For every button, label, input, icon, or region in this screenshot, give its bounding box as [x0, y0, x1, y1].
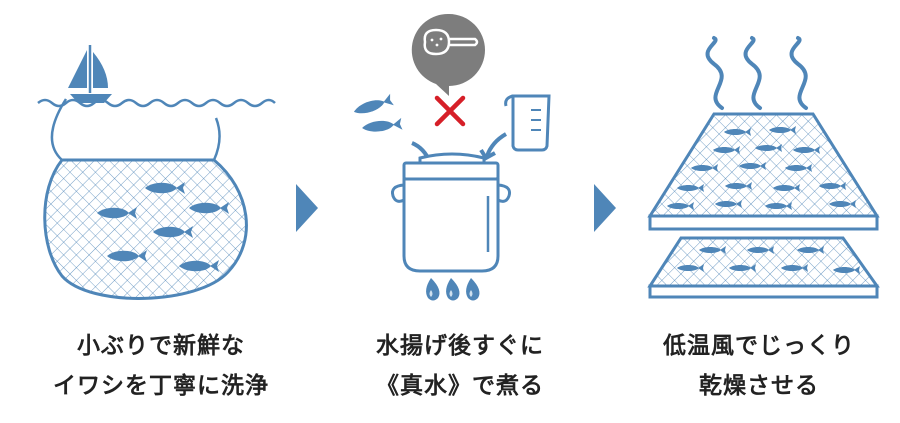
step-2-caption: 水揚げ後すぐに 《真水》で煮る — [320, 326, 600, 406]
sea-wave — [37, 98, 276, 108]
step-1-caption: 小ぶりで新鮮な イワシを丁寧に洗浄 — [21, 326, 301, 406]
arrow-right-icon — [594, 184, 616, 232]
fishing-line — [50, 98, 68, 161]
salt-spoon-icon — [411, 13, 485, 97]
heat-wave-icon — [705, 36, 808, 110]
caption-line: 水揚げ後すぐに — [376, 333, 544, 359]
step-3-caption: 低温風でじっくり 乾燥させる — [619, 326, 899, 406]
caption-line: 低温風でじっくり — [663, 333, 855, 359]
caption-line: 《真水》で煮る — [376, 373, 544, 399]
sailboat-icon — [68, 45, 112, 103]
caption-line: 乾燥させる — [699, 373, 819, 399]
gas-flame-icon — [426, 278, 480, 301]
caption-line: 小ぶりで新鮮な — [77, 333, 245, 359]
caption-line: イワシを丁寧に洗浄 — [53, 373, 269, 399]
fishing-net-icon — [43, 158, 248, 300]
arrow-right-icon — [296, 184, 318, 232]
cross-mark-icon — [434, 95, 466, 127]
fish-icon — [352, 93, 403, 134]
boiling-pot-icon — [391, 152, 511, 273]
measuring-cup-icon — [504, 94, 551, 152]
fishing-line-right — [212, 117, 221, 161]
